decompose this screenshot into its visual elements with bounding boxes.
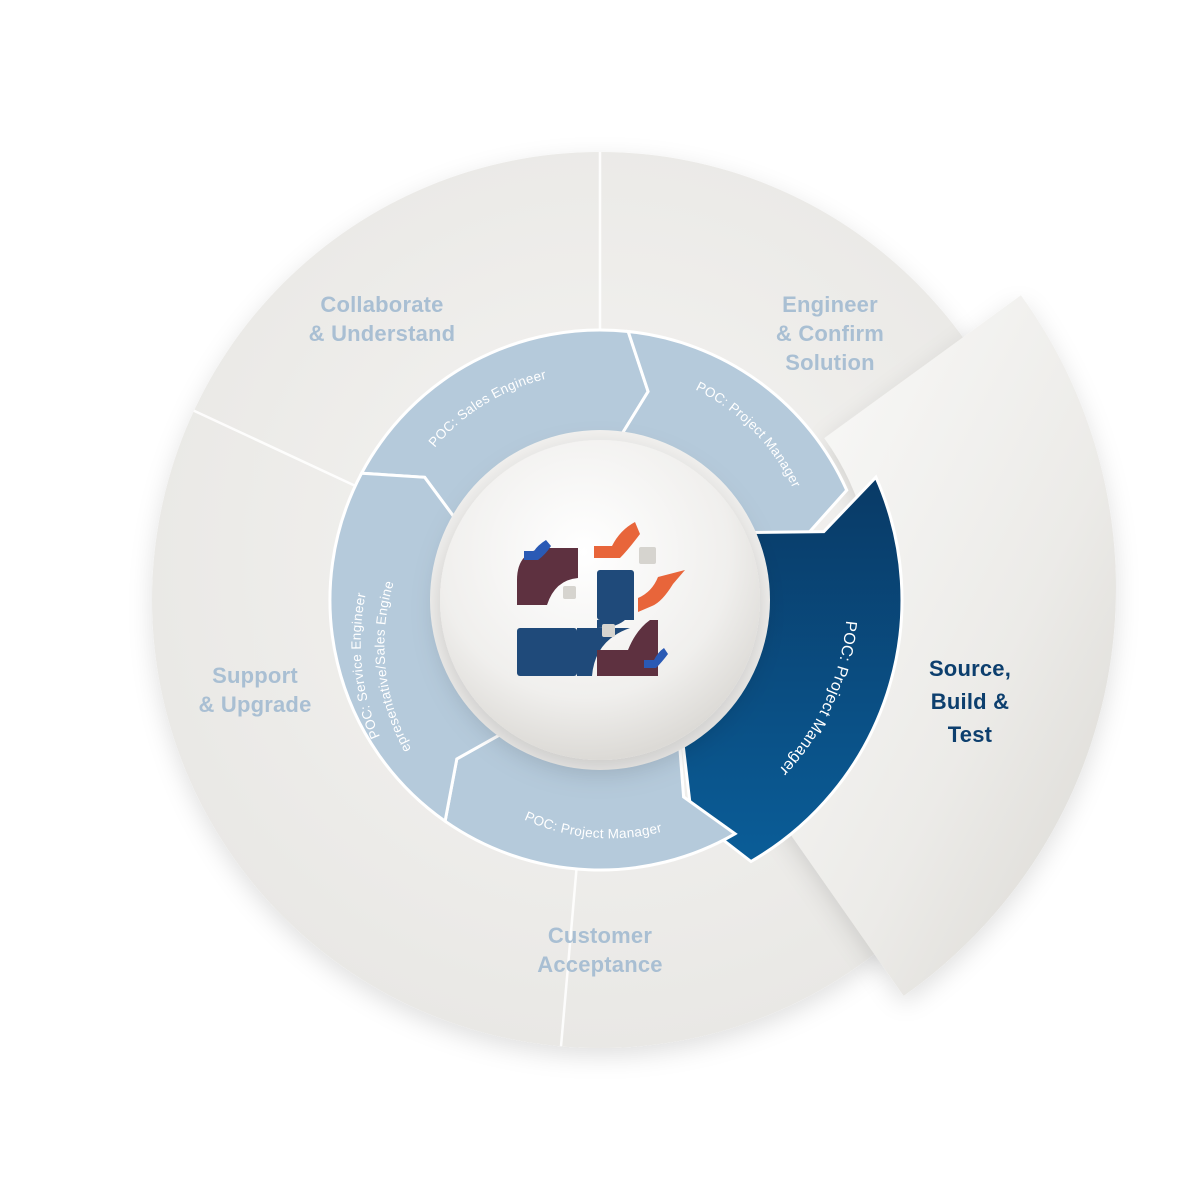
logo-block	[517, 628, 577, 676]
stage-label-line: Acceptance	[537, 952, 663, 977]
stage-label-line: Engineer	[782, 292, 878, 317]
stage-label-line: Solution	[785, 350, 875, 375]
logo-block	[597, 600, 634, 628]
stage-label-line: Test	[948, 722, 993, 747]
logo-block	[597, 570, 634, 620]
stage-label-line: Customer	[548, 923, 653, 948]
logo-block	[638, 570, 685, 612]
logo-block	[577, 628, 630, 676]
logo-block	[644, 648, 668, 668]
logo-block	[597, 620, 658, 676]
sector-divider	[193, 409, 364, 491]
stage-label-support: Support & Upgrade	[198, 663, 311, 717]
logo-block	[563, 586, 576, 599]
stage-label-source: Source, Build & Test	[929, 656, 1011, 747]
logo-block	[594, 522, 640, 558]
logo-block	[602, 624, 615, 637]
logo-block	[524, 540, 551, 560]
stage-label-line: & Confirm	[776, 321, 884, 346]
sector-divider	[559, 860, 579, 1047]
stage-label-line: & Understand	[309, 321, 456, 346]
stage-label-line: Build &	[931, 689, 1009, 714]
logo-block	[517, 548, 578, 605]
stage-label-collaborate: Collaborate & Understand	[309, 292, 456, 346]
stage-label-line: Support	[212, 663, 298, 688]
stage-label-line: & Upgrade	[198, 692, 311, 717]
stage-label-line: Source,	[929, 656, 1011, 681]
logo-block	[639, 547, 656, 564]
stage-label-line: Collaborate	[320, 292, 443, 317]
logo-icon	[517, 522, 685, 676]
active-stage-sector[interactable]	[764, 295, 1116, 996]
